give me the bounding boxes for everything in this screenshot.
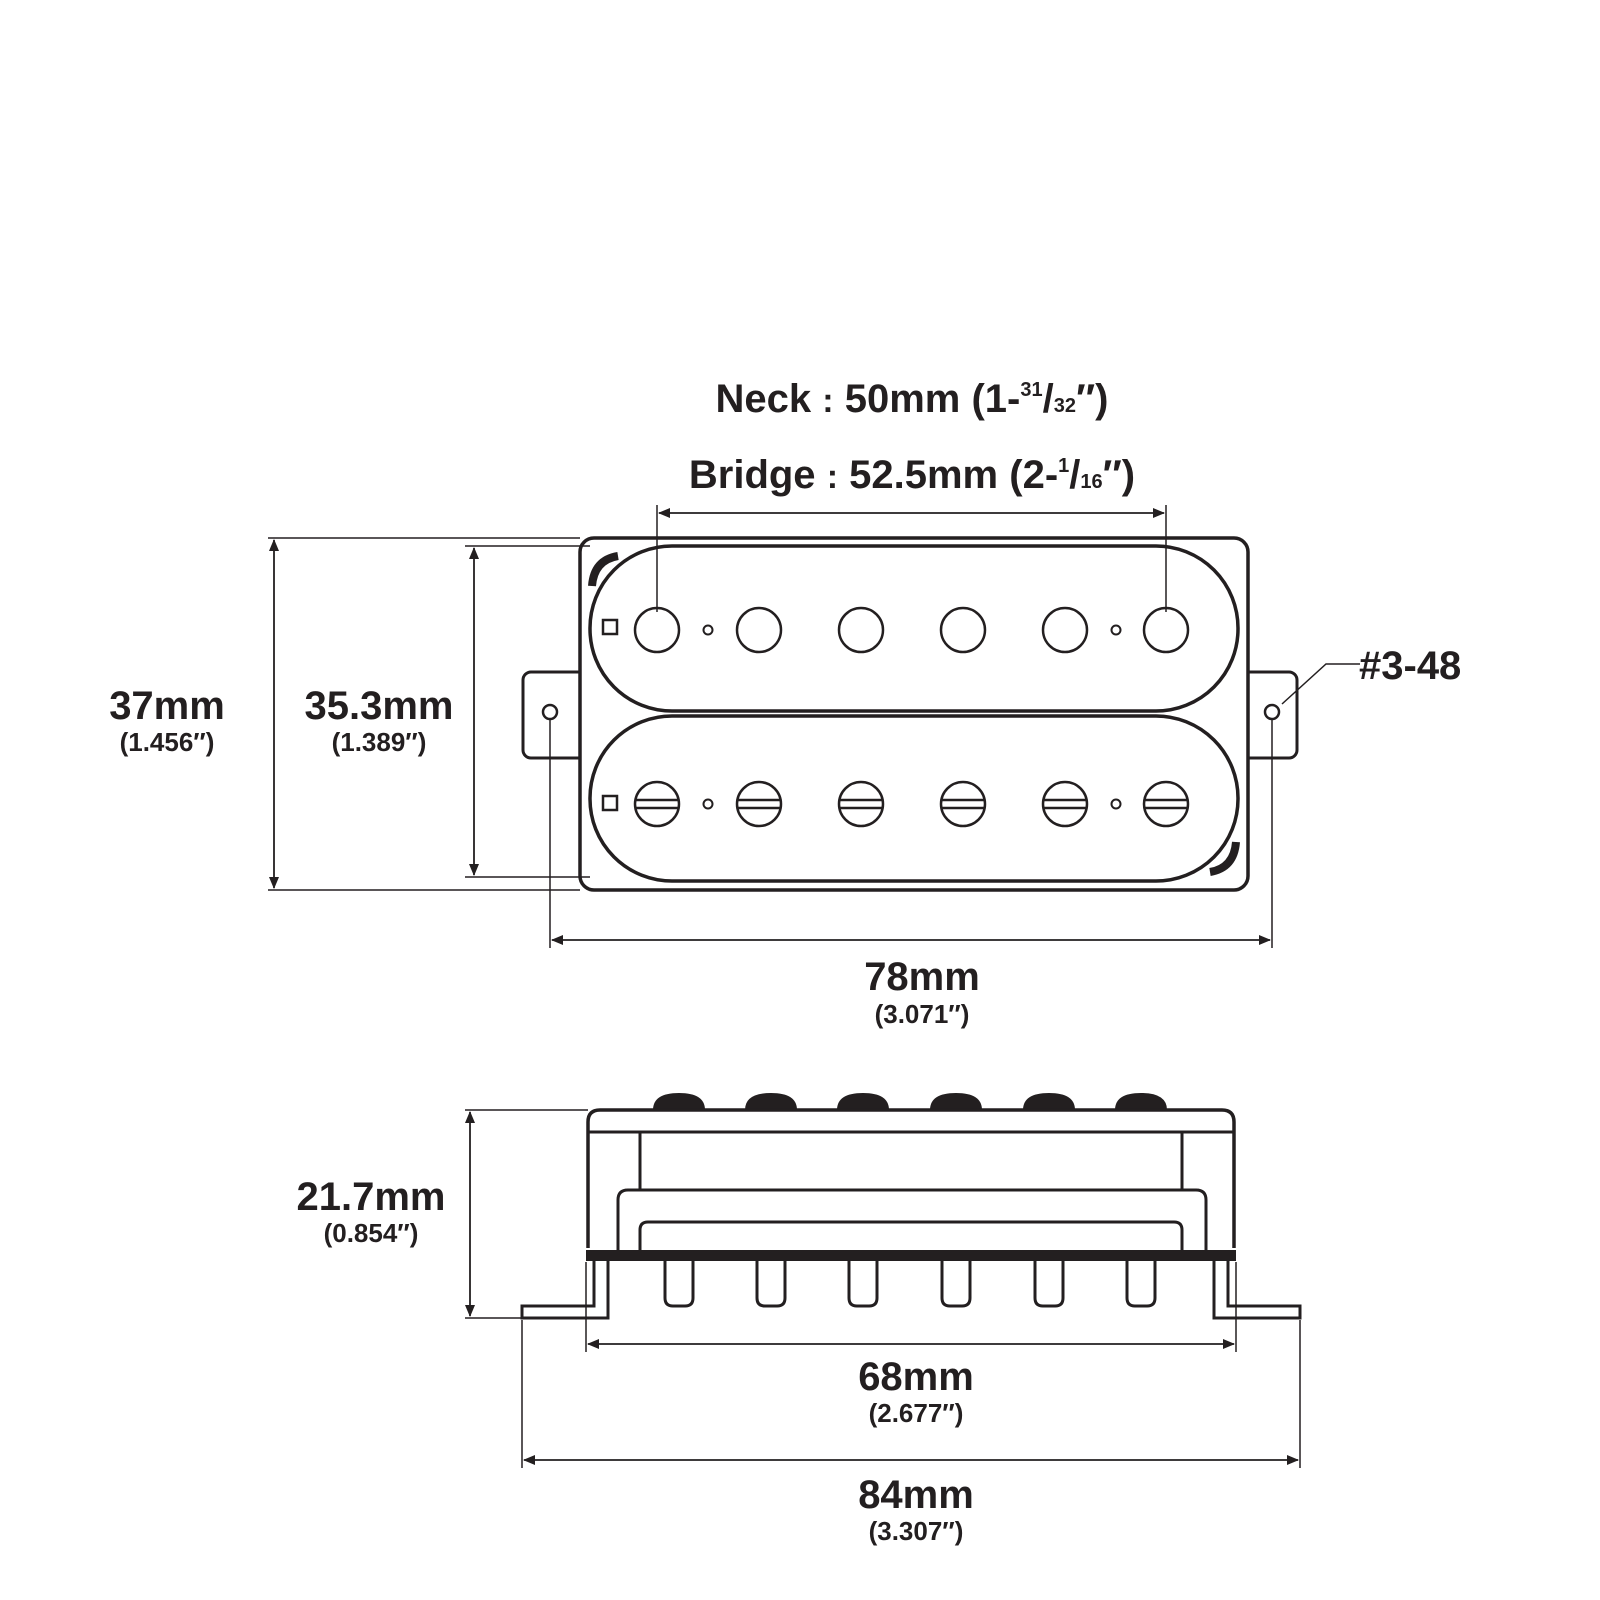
lower-small-dot-left [702,798,714,810]
overall-width-imperial: (3.307″) [869,1516,964,1546]
pole-piece-bottom [940,1261,972,1308]
pole-screw-head [1115,1093,1167,1110]
pole-screw-head [837,1093,889,1110]
bridge-spacing-label: Bridge : 52.5mm (2-1/16″) [689,453,1135,497]
side-height-metric: 21.7mm [297,1175,446,1219]
base-plate [586,1250,1236,1261]
left-mounting-leg [520,1261,610,1320]
frame-corner-bottom-right [1209,841,1240,876]
upper-pole-piece [1041,606,1089,654]
screw-callout-leader [1281,663,1360,705]
lower-coil-cover [588,714,1240,883]
frame-height-imperial: (1.456″) [120,727,215,757]
mount-width-imperial: (3.071″) [875,999,970,1029]
screw-size-label: #3-48 [1359,644,1461,688]
pole-piece-bottom [1033,1261,1065,1308]
frame-corner-top-left [588,552,619,587]
pole-screw-head [745,1093,797,1110]
pole-piece-bottom [847,1261,879,1308]
bobbin-layer-lower [638,1220,1184,1250]
pole-piece-bottom [663,1261,695,1308]
cover-height-imperial: (1.389″) [332,727,427,757]
top-view: Neck : 50mm (1-31/32″) Bridge : 52.5mm (… [109,377,1461,1029]
upper-small-dot-left [702,624,714,636]
upper-small-dot-right [1110,624,1122,636]
lower-slotted-pole-screw [1142,780,1190,828]
lower-slotted-pole-screw [837,780,885,828]
mount-width-metric: 78mm [864,955,980,999]
left-screw-hole [541,703,559,721]
right-screw-hole [1263,703,1281,721]
upper-pole-piece [837,606,885,654]
neck-spacing-label: Neck : 50mm (1-31/32″) [716,377,1109,421]
lower-slotted-pole-screw [939,780,987,828]
cover-height-metric: 35.3mm [305,684,454,728]
side-height-imperial: (0.854″) [324,1218,419,1248]
lower-slotted-pole-screw [1041,780,1089,828]
pole-piece-bottom [1125,1261,1157,1308]
frame-height-metric: 37mm [109,684,225,728]
lower-small-dot-right [1110,798,1122,810]
base-width-metric: 68mm [858,1355,974,1399]
upper-pole-piece [735,606,783,654]
pole-screw-head [930,1093,982,1110]
pole-screw-head [1023,1093,1075,1110]
pole-screw-head [653,1093,705,1110]
upper-square-hole [601,618,619,636]
side-view: 21.7mm (0.854″) 68mm (2.677″) 84mm (3.30… [297,1093,1302,1546]
lower-slotted-pole-screw [735,780,783,828]
base-width-imperial: (2.677″) [869,1398,964,1428]
lower-slotted-pole-screw [633,780,681,828]
overall-width-metric: 84mm [858,1473,974,1517]
upper-coil-cover [588,544,1240,713]
pole-piece-bottom [755,1261,787,1308]
right-mounting-leg [1212,1261,1302,1320]
upper-pole-piece [939,606,987,654]
lower-square-hole [601,794,619,812]
